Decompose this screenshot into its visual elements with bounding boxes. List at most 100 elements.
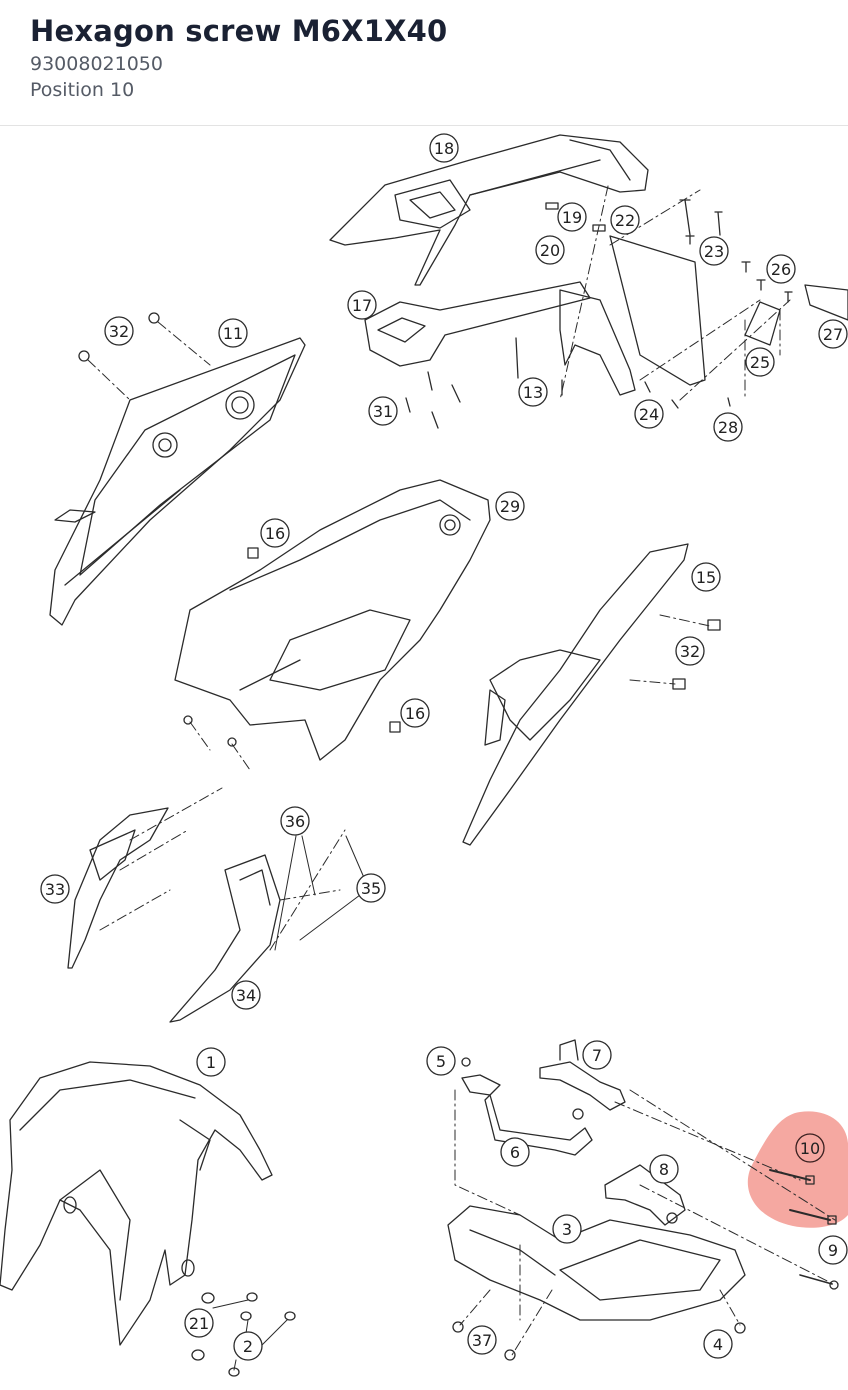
svg-text:31: 31 <box>373 402 393 421</box>
callout-13[interactable]: 13 <box>518 377 548 407</box>
svg-text:9: 9 <box>828 1241 838 1260</box>
callout-2[interactable]: 2 <box>233 1331 263 1361</box>
callout-33[interactable]: 33 <box>40 874 70 904</box>
part-34-cover <box>169 854 281 1023</box>
callout-31[interactable]: 31 <box>368 396 398 426</box>
callout-32-right[interactable]: 32 <box>675 636 705 666</box>
callout-3[interactable]: 3 <box>552 1214 582 1244</box>
svg-text:3: 3 <box>562 1220 572 1239</box>
screws-10-9 <box>769 1169 839 1290</box>
part-3-skid-plate <box>447 1205 746 1321</box>
callouts: 18 19 22 20 23 26 17 27 32 11 25 13 31 2… <box>40 133 848 1361</box>
callout-25[interactable]: 25 <box>745 347 775 377</box>
callout-21[interactable]: 21 <box>184 1308 214 1338</box>
callout-24[interactable]: 24 <box>634 399 664 429</box>
part-6-bracket <box>461 1057 593 1156</box>
callout-1[interactable]: 1 <box>196 1047 226 1077</box>
svg-text:27: 27 <box>823 325 843 344</box>
callout-4[interactable]: 4 <box>703 1329 733 1359</box>
part-11-side-panel <box>49 337 306 626</box>
leader-lines-11 <box>87 321 211 401</box>
callout-8[interactable]: 8 <box>649 1154 679 1184</box>
callout-11[interactable]: 11 <box>218 318 248 348</box>
callout-28[interactable]: 28 <box>713 412 743 442</box>
svg-text:7: 7 <box>592 1046 602 1065</box>
svg-text:28: 28 <box>718 418 738 437</box>
part-1-fender <box>0 1061 273 1346</box>
svg-text:16: 16 <box>265 524 285 543</box>
callout-22[interactable]: 22 <box>610 205 640 235</box>
svg-text:24: 24 <box>639 405 659 424</box>
screw-32-top <box>148 312 160 324</box>
svg-text:35: 35 <box>361 879 381 898</box>
svg-text:11: 11 <box>223 324 243 343</box>
callout-36[interactable]: 36 <box>280 806 310 836</box>
part-33-cover <box>67 807 169 969</box>
callout-20[interactable]: 20 <box>535 235 565 265</box>
svg-text:37: 37 <box>472 1331 492 1350</box>
svg-text:18: 18 <box>434 139 454 158</box>
callout-19[interactable]: 19 <box>557 202 587 232</box>
svg-text:19: 19 <box>562 208 582 227</box>
svg-text:20: 20 <box>540 241 560 260</box>
leader-lines-33 <box>99 787 223 931</box>
svg-text:6: 6 <box>510 1143 520 1162</box>
part-29-frame <box>174 479 491 761</box>
exploded-parts-diagram[interactable]: 18 19 22 20 23 26 17 27 32 11 25 13 31 2… <box>0 126 848 1390</box>
leader-lines-top <box>559 185 791 401</box>
part-title: Hexagon screw M6X1X40 <box>30 14 448 48</box>
part-21-2-hardware <box>191 1292 296 1377</box>
callout-32-left[interactable]: 32 <box>104 316 134 346</box>
svg-text:36: 36 <box>285 812 305 831</box>
svg-text:22: 22 <box>615 211 635 230</box>
svg-text:10: 10 <box>800 1139 820 1158</box>
svg-text:23: 23 <box>704 242 724 261</box>
leader-lines-15 <box>629 614 711 685</box>
part-17-bracket <box>364 281 636 396</box>
callout-6[interactable]: 6 <box>500 1137 530 1167</box>
svg-text:21: 21 <box>189 1314 209 1333</box>
svg-text:5: 5 <box>436 1052 446 1071</box>
callout-5[interactable]: 5 <box>426 1046 456 1076</box>
callout-23[interactable]: 23 <box>699 236 729 266</box>
highlight-position-10 <box>747 1111 848 1228</box>
svg-text:33: 33 <box>45 880 65 899</box>
part-7-bracket <box>539 1039 626 1120</box>
callout-16-bottom[interactable]: 16 <box>400 698 430 728</box>
callout-34[interactable]: 34 <box>231 980 261 1010</box>
svg-text:34: 34 <box>236 986 256 1005</box>
callout-7[interactable]: 7 <box>582 1040 612 1070</box>
svg-text:4: 4 <box>713 1335 723 1354</box>
callout-15[interactable]: 15 <box>691 562 721 592</box>
leader-lines-bottom-right <box>454 1089 836 1356</box>
callout-26[interactable]: 26 <box>766 254 796 284</box>
callout-37[interactable]: 37 <box>467 1325 497 1355</box>
callout-16-top[interactable]: 16 <box>260 518 290 548</box>
screw-32-left <box>78 350 90 362</box>
svg-text:29: 29 <box>500 497 520 516</box>
svg-text:8: 8 <box>659 1160 669 1179</box>
leader-lines-34 <box>269 829 346 951</box>
svg-text:13: 13 <box>523 383 543 402</box>
svg-text:16: 16 <box>405 704 425 723</box>
callout-9[interactable]: 9 <box>818 1235 848 1265</box>
callout-18[interactable]: 18 <box>429 133 459 163</box>
part-22-plate <box>609 235 848 386</box>
svg-text:2: 2 <box>243 1337 253 1356</box>
callout-27[interactable]: 27 <box>818 319 848 349</box>
nut-16-top <box>247 547 259 559</box>
svg-text:17: 17 <box>352 296 372 315</box>
position-label: Position 10 <box>30 79 135 101</box>
svg-text:32: 32 <box>680 642 700 661</box>
svg-text:15: 15 <box>696 568 716 587</box>
nut-16-bottom <box>389 721 401 733</box>
callout-29[interactable]: 29 <box>495 491 525 521</box>
callout-10[interactable]: 10 <box>795 1133 825 1163</box>
part-header: Hexagon screw M6X1X40 93008021050 Positi… <box>0 0 848 126</box>
part-15-side-panel <box>462 543 689 846</box>
callout-35[interactable]: 35 <box>356 873 386 903</box>
callout-17[interactable]: 17 <box>347 290 377 320</box>
part-number: 93008021050 <box>30 53 163 75</box>
leader-lines-29 <box>189 721 251 771</box>
svg-text:32: 32 <box>109 322 129 341</box>
